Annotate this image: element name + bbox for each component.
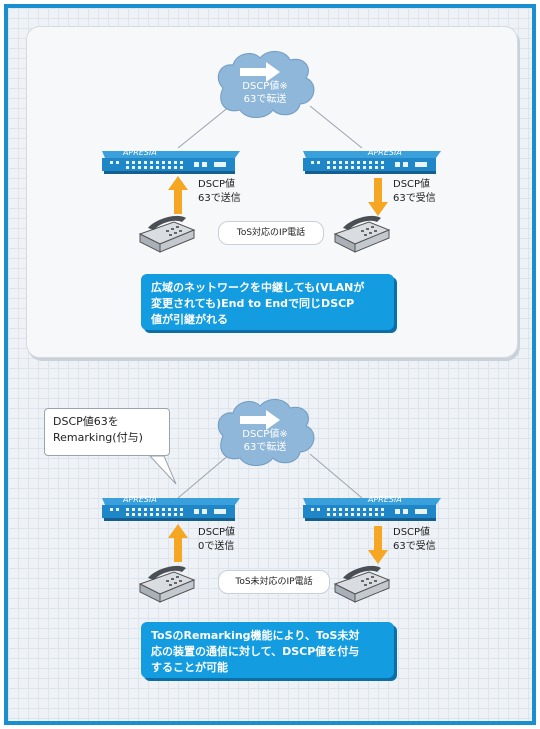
network-cloud-icon	[217, 51, 315, 118]
send-label-line-1: DSCP値	[198, 179, 236, 190]
cloud-label-bottom: DSCP値※ 63で転送	[220, 428, 310, 454]
link-left	[177, 105, 231, 149]
link-right	[309, 105, 363, 149]
phone-label-bottom: ToS未対応のIP電話	[218, 570, 330, 594]
link-left-2	[177, 453, 231, 499]
arrow-up-icon	[168, 176, 188, 214]
diagram-frame: DSCP値※ 63で転送 APRESIA APRESIA DSCP値 63で送信…	[4, 4, 536, 725]
receive-label-line-1: DSCP値	[393, 179, 431, 190]
summary-line-3-b: することが可能	[151, 661, 228, 674]
summary-line-2: 変更されても)End to Endで同じDSCP	[151, 297, 355, 310]
summary-line-1-b: ToSのRemarking機能により、ToS未対	[151, 629, 360, 642]
switch-right-name: APRESIA	[368, 148, 402, 157]
switch-left-icon	[102, 151, 240, 174]
cloud-line-2: 63で転送	[243, 94, 287, 105]
phone-right-icon-2	[333, 565, 391, 603]
receive-label-line-1-b: DSCP値	[393, 527, 431, 538]
bubble-tail	[148, 455, 177, 485]
send-label-bottom: DSCP値 0で送信	[198, 526, 235, 554]
cloud-line-1-b: DSCP値※	[242, 429, 288, 440]
switch-right-name-b: APRESIA	[368, 495, 402, 504]
callout-line-2: Remarking(付与)	[53, 431, 143, 444]
callout-line-1: DSCP値63を	[53, 415, 119, 428]
switch-left-name: APRESIA	[123, 148, 157, 157]
phone-label-top: ToS対応のIP電話	[218, 221, 324, 245]
summary-line-1: 広域のネットワークを中継しても(VLANが	[151, 281, 365, 294]
receive-label-line-2: 63で受信	[393, 193, 436, 204]
top-graphics	[102, 51, 441, 603]
summary-line-2-b: 応の装置の通信に対して、DSCP値を付与	[151, 645, 360, 658]
switch-right-icon-2	[303, 498, 441, 521]
receive-label-bottom: DSCP値 63で受信	[393, 526, 436, 554]
cloud-label-top: DSCP値※ 63で転送	[220, 80, 310, 106]
link-right-2	[309, 453, 363, 499]
send-label-top: DSCP値 63で送信	[198, 178, 241, 206]
summary-box-bottom: ToSのRemarking機能により、ToS未対 応の装置の通信に対して、DSC…	[141, 622, 394, 678]
arrow-up-icon-2	[168, 524, 188, 562]
arrow-down-icon-2	[368, 526, 388, 564]
send-label-line-1-b: DSCP値	[198, 527, 236, 538]
cloud-line-2-b: 63で転送	[243, 442, 287, 453]
switch-left-name-b: APRESIA	[123, 495, 157, 504]
network-cloud-icon-2	[217, 399, 315, 466]
phone-left-icon	[138, 215, 196, 253]
send-label-line-2-b: 0で送信	[198, 541, 235, 552]
cloud-line-1: DSCP値※	[242, 81, 288, 92]
phone-right-icon	[333, 215, 391, 253]
phone-left-icon-2	[138, 565, 196, 603]
receive-label-top: DSCP値 63で受信	[393, 178, 436, 206]
summary-box-top: 広域のネットワークを中継しても(VLANが 変更されても)End to Endで…	[141, 274, 394, 330]
remarking-callout: DSCP値63を Remarking(付与)	[44, 408, 170, 456]
arrow-down-icon	[368, 178, 388, 216]
switch-left-icon-2	[102, 498, 240, 521]
receive-label-line-2-b: 63で受信	[393, 541, 436, 552]
switch-right-icon	[303, 151, 441, 174]
summary-line-3: 値が引継がれる	[151, 313, 228, 326]
send-label-line-2: 63で送信	[198, 193, 241, 204]
